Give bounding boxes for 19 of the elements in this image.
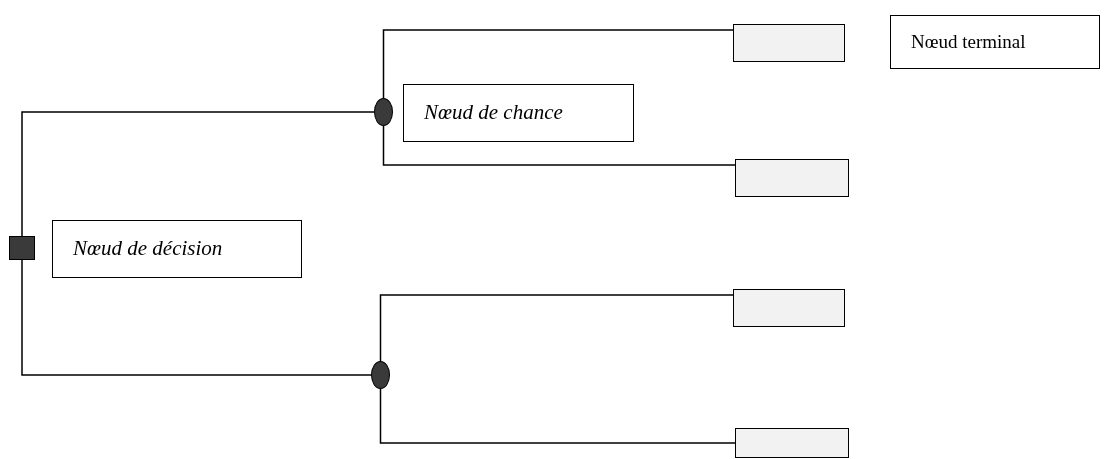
terminal-box	[735, 159, 849, 197]
decision-node-square	[9, 236, 35, 260]
connector-line	[21, 111, 375, 237]
connector-line	[382, 29, 734, 99]
node-label: Nœud terminal	[911, 29, 1026, 54]
label-box	[403, 84, 634, 142]
terminal-box	[733, 289, 845, 327]
connector-line	[382, 125, 736, 166]
terminal-box	[735, 428, 849, 458]
connector-line	[379, 388, 736, 444]
node-label: Nœud de décision	[73, 235, 223, 263]
connector-line	[21, 259, 372, 376]
label-box	[52, 220, 302, 278]
terminal-box	[733, 24, 845, 62]
node-label: Nœud de chance	[424, 99, 563, 127]
chance-node-ellipse	[374, 98, 393, 126]
chance-node-ellipse	[371, 361, 390, 389]
connector-line	[379, 294, 734, 362]
label-box	[890, 15, 1100, 69]
